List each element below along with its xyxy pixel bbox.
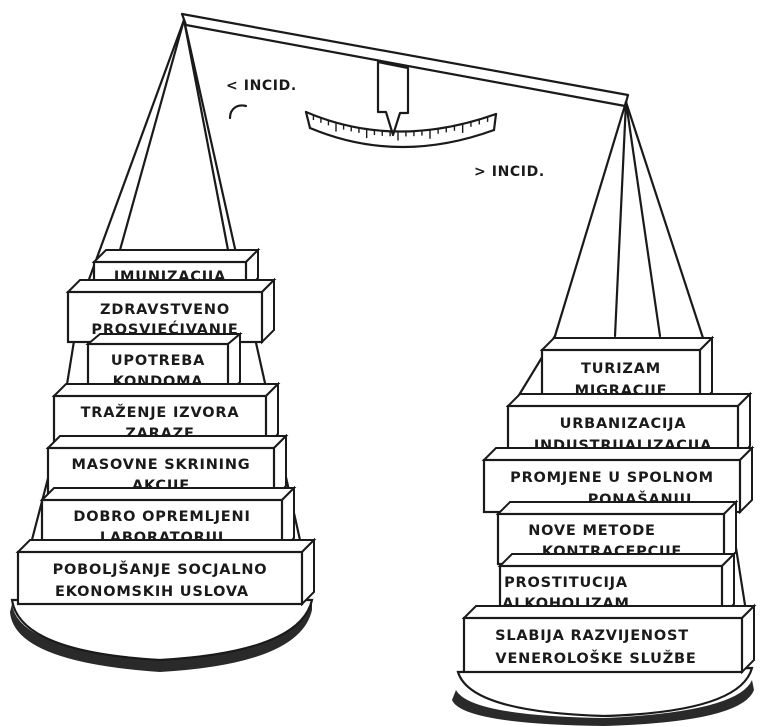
factor-label: POBOLJŠANJE SOCJALNO <box>53 560 268 578</box>
factor-label: PROSTITUCIJA <box>504 575 628 591</box>
pivot-mount <box>376 60 410 104</box>
left-factor-stack: IMUNIZACIJA ZDRAVSTVENO PROSVJEĆIVANJE U… <box>15 247 317 607</box>
scale-beam <box>180 12 630 108</box>
higher-incidence-label: > INCID. <box>474 164 545 180</box>
factor-label: SLABIJA RAZVIJENOST <box>495 628 689 644</box>
factor-label: VENEROLOŠKE SLUŽBE <box>495 649 696 667</box>
factor-label: ZDRAVSTVENO <box>100 302 230 318</box>
factor-label: EKONOMSKIH USLOVA <box>55 584 249 600</box>
lower-incidence-label: < INCID. <box>226 78 297 94</box>
factor-block: SLABIJA RAZVIJENOST VENEROLOŠKE SLUŽBE <box>461 603 757 675</box>
factor-label: URBANIZACIJA <box>560 416 687 432</box>
right-factor-stack: TURIZAM MIGRACIJE URBANIZACIJA INDUSTRIJ… <box>461 335 757 675</box>
left-pan <box>10 598 314 672</box>
indicator-arrow <box>376 100 410 137</box>
curl-mark <box>228 104 248 120</box>
factor-block: POBOLJŠANJE SOCJALNO EKONOMSKIH USLOVA <box>15 537 317 607</box>
scale-beam-assembly <box>180 12 630 149</box>
factor-label: TRAŽENJE IZVORA <box>81 404 240 421</box>
factor-label: DOBRO OPREMLJENI <box>73 509 250 525</box>
factor-block: ZDRAVSTVENO PROSVJEĆIVANJE <box>65 277 277 345</box>
graduated-dial <box>304 110 498 149</box>
factor-label: MASOVNE SKRINING <box>72 457 251 473</box>
factor-label: NOVE METODE <box>528 523 656 539</box>
factor-label: PROMJENE U SPOLNOM <box>510 470 714 486</box>
factor-label: UPOTREBA <box>111 353 205 369</box>
factor-label: TURIZAM <box>581 361 661 377</box>
right-pan <box>452 666 754 726</box>
